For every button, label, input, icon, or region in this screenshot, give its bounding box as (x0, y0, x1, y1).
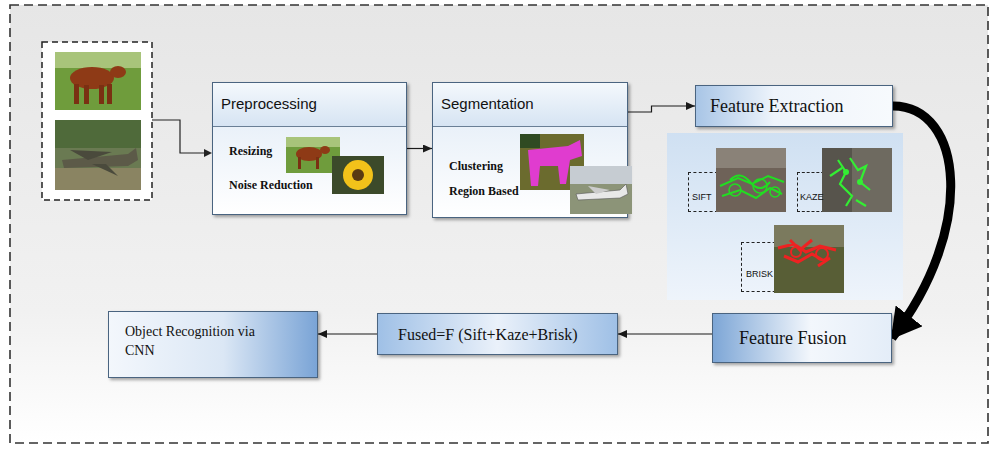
process-box: SegmentationClusteringRegion Based (432, 82, 628, 218)
outer-frame (10, 5, 988, 443)
text-slot: BRISK (746, 263, 773, 281)
input-plane-image (55, 120, 141, 190)
method-tag: BRISK (741, 242, 781, 292)
text-slot: SIFT (692, 186, 712, 204)
process-box: Feature Fusion (712, 313, 892, 363)
text-slot: Clustering (449, 156, 503, 174)
method-tag: KAZE (797, 172, 829, 212)
sunflower-image (332, 156, 384, 194)
box-label: Fused=F (Sift+Kaze+Brisk) (398, 326, 578, 343)
box-label: Clustering (449, 159, 503, 173)
text-slot: Region Based (449, 181, 519, 199)
text-slot: Feature Fusion (739, 328, 847, 350)
text-slot: Feature Extraction (710, 96, 843, 118)
text-slot: KAZE (800, 186, 824, 204)
input-leader (152, 120, 205, 153)
segmented-cow-image (520, 134, 584, 190)
flow-arrow (407, 148, 432, 149)
method-tag: SIFT (688, 172, 718, 212)
box-label: Object Recognition via CNN (125, 324, 255, 358)
flow-arrow (318, 333, 377, 334)
box-label: Feature Extraction (710, 96, 843, 116)
text-slot: Resizing (229, 141, 272, 159)
box-label: Noise Reduction (229, 178, 313, 192)
process-box: Fused=F (Sift+Kaze+Brisk) (377, 313, 618, 355)
box-label: Region Based (449, 184, 519, 198)
process-box: PreprocessingResizingNoise Reduction (212, 82, 407, 215)
feature-panel (667, 133, 903, 300)
process-box: Object Recognition via CNN (108, 311, 318, 378)
box-heading: Segmentation (441, 95, 534, 112)
text-slot: Noise Reduction (229, 175, 313, 193)
input-box (42, 42, 152, 200)
sift-feature-image (716, 148, 786, 212)
kaze-feature-image (822, 148, 892, 212)
text-slot: Object Recognition via CNN (125, 322, 275, 360)
flow-arrow (618, 333, 712, 334)
box-label: BRISK (746, 269, 773, 279)
text-slot: Fused=F (Sift+Kaze+Brisk) (398, 325, 578, 344)
segmented-plane-image (570, 166, 632, 214)
text-slot: Preprocessing (221, 95, 317, 113)
box-label: Resizing (229, 144, 272, 158)
box-label: Feature Fusion (739, 328, 847, 348)
flow-arrow (628, 106, 695, 112)
resized-cow-image (286, 137, 340, 173)
curved-flow-arrow (892, 106, 951, 338)
box-label: KAZE (800, 192, 824, 202)
process-box: Feature Extraction (695, 85, 893, 127)
box-label: SIFT (692, 192, 712, 202)
text-slot: Segmentation (441, 95, 534, 113)
box-heading: Preprocessing (221, 95, 317, 112)
brisk-feature-image (774, 225, 844, 293)
input-arrowhead (204, 149, 212, 157)
input-cow-image (55, 52, 141, 110)
